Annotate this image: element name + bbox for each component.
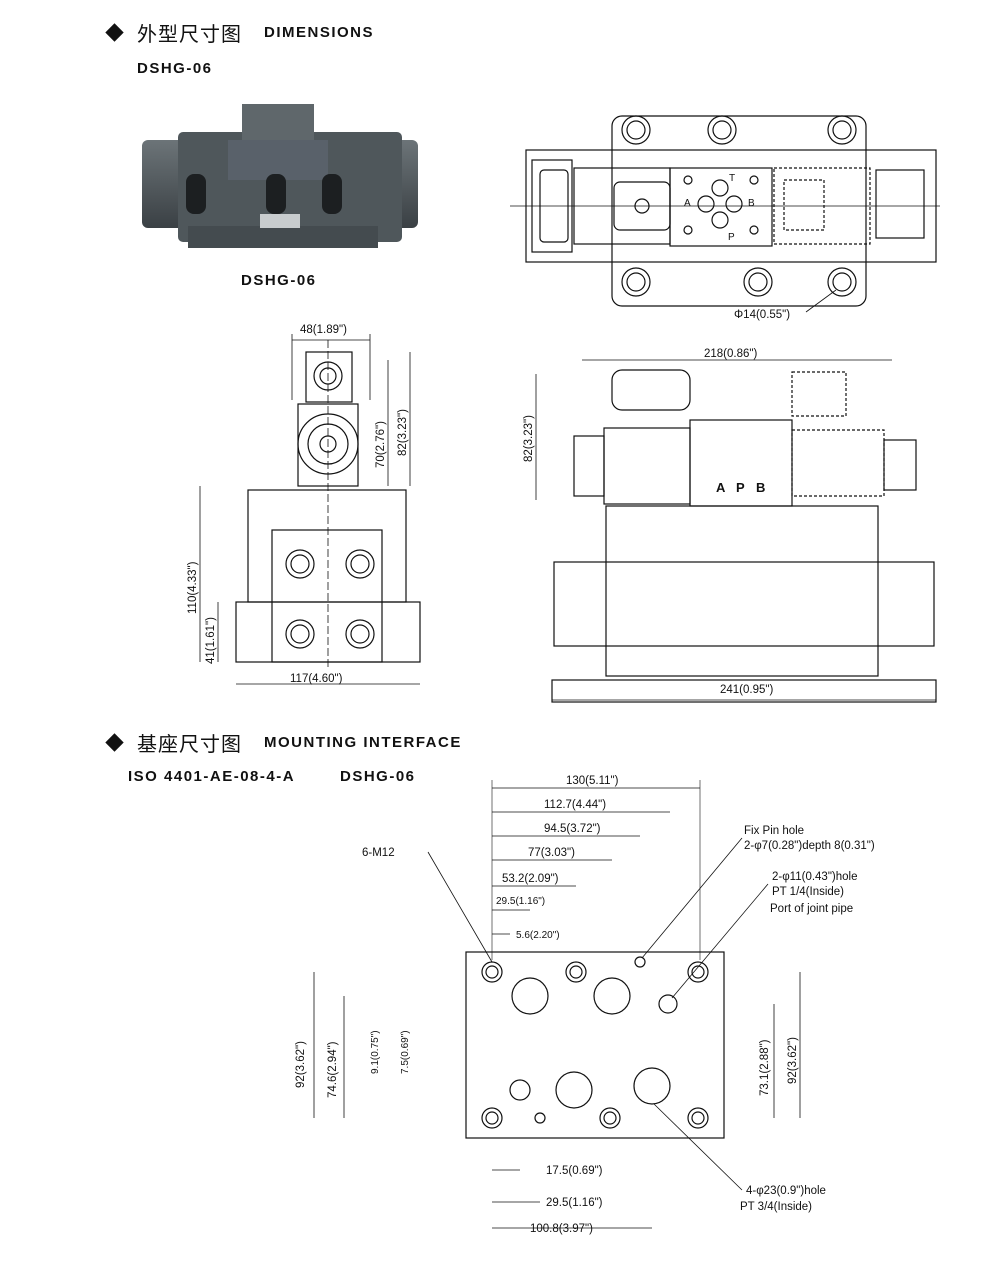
top-view-drawing bbox=[510, 115, 940, 313]
model-label-top: DSHG-06 bbox=[137, 60, 213, 77]
end-h41: 41(1.61") bbox=[205, 617, 217, 664]
mount-v75: 7.5(0.69") bbox=[400, 1030, 411, 1074]
mount-d295: 29.5(1.16") bbox=[546, 1197, 603, 1209]
mount-d56: 5.6(2.20") bbox=[516, 930, 560, 941]
header-cn: 基座尺寸图 bbox=[137, 732, 242, 756]
end-width-bottom: 117(4.60") bbox=[290, 673, 343, 685]
side-view-drawing bbox=[535, 359, 937, 703]
mount-v731: 73.1(2.88") bbox=[759, 1039, 771, 1096]
mount-d94: 94.5(3.72") bbox=[544, 823, 601, 835]
mount-v92-right: 92(3.62") bbox=[787, 1037, 799, 1084]
side-h82: 82(3.23") bbox=[523, 415, 535, 462]
side-port-b: B bbox=[756, 480, 765, 495]
header-en: DIMENSIONS bbox=[264, 24, 375, 41]
side-port-a: A bbox=[716, 480, 726, 495]
side-port-p: P bbox=[736, 480, 745, 495]
mount-fixpin-1: Fix Pin hole bbox=[744, 825, 804, 837]
end-h70: 70(2.76") bbox=[375, 421, 387, 468]
top-port-b: B bbox=[748, 198, 755, 209]
section-header-mounting: 基座尺寸图 MOUNTING INTERFACE bbox=[105, 728, 462, 757]
iso-label: ISO 4401-AE-08-4-A bbox=[128, 768, 296, 785]
mounting-interface-drawing bbox=[313, 780, 801, 1229]
side-top-len: 218(0.86") bbox=[704, 348, 757, 360]
top-port-t: T bbox=[729, 173, 735, 184]
top-port-a: A bbox=[684, 198, 691, 209]
end-width-top: 48(1.89") bbox=[300, 324, 347, 336]
mount-hole11-3: Port of joint pipe bbox=[770, 903, 853, 915]
photo-caption: DSHG-06 bbox=[241, 272, 317, 289]
top-port-p: P bbox=[728, 232, 735, 243]
mount-d130: 130(5.11") bbox=[566, 775, 619, 787]
mount-d29top: 29.5(1.16") bbox=[496, 896, 545, 907]
mount-hole11-2: PT 1/4(Inside) bbox=[772, 886, 844, 898]
product-photo bbox=[142, 104, 418, 248]
mount-hole11-1: 2-φ11(0.43")hole bbox=[772, 871, 858, 883]
side-bottom-len: 241(0.95") bbox=[720, 684, 773, 696]
mount-d1008: 100.8(3.97") bbox=[530, 1223, 593, 1235]
top-hole-label: Φ14(0.55") bbox=[734, 309, 790, 321]
model-label-mount: DSHG-06 bbox=[340, 768, 416, 785]
end-view-drawing bbox=[199, 334, 421, 685]
end-h82: 82(3.23") bbox=[397, 409, 409, 456]
mount-d53: 53.2(2.09") bbox=[502, 873, 559, 885]
mount-v91: 9.1(0.75") bbox=[370, 1030, 381, 1074]
drawing-labels: T A B P Φ14(0.55") 48(1.89") 70(2.76") 8… bbox=[187, 173, 875, 1235]
mount-v746: 74.6(2.94") bbox=[327, 1041, 339, 1098]
mount-d175: 17.5(0.69") bbox=[546, 1165, 603, 1177]
mount-hole23-2: PT 3/4(Inside) bbox=[740, 1201, 812, 1213]
mount-v92-left: 92(3.62") bbox=[295, 1041, 307, 1088]
section-header-dimensions: 外型尺寸图 DIMENSIONS bbox=[105, 18, 375, 47]
diamond-bullet-icon bbox=[105, 733, 124, 752]
mount-fixpin-2: 2-φ7(0.28")depth 8(0.31") bbox=[744, 840, 875, 852]
header-cn: 外型尺寸图 bbox=[137, 22, 242, 46]
mount-d77: 77(3.03") bbox=[528, 847, 575, 859]
mount-d112: 112.7(4.44") bbox=[544, 799, 606, 811]
mount-m12: 6-M12 bbox=[362, 847, 395, 859]
header-en: MOUNTING INTERFACE bbox=[264, 734, 462, 751]
mount-hole23-1: 4-φ23(0.9")hole bbox=[746, 1185, 826, 1197]
end-h110: 110(4.33") bbox=[187, 561, 199, 614]
